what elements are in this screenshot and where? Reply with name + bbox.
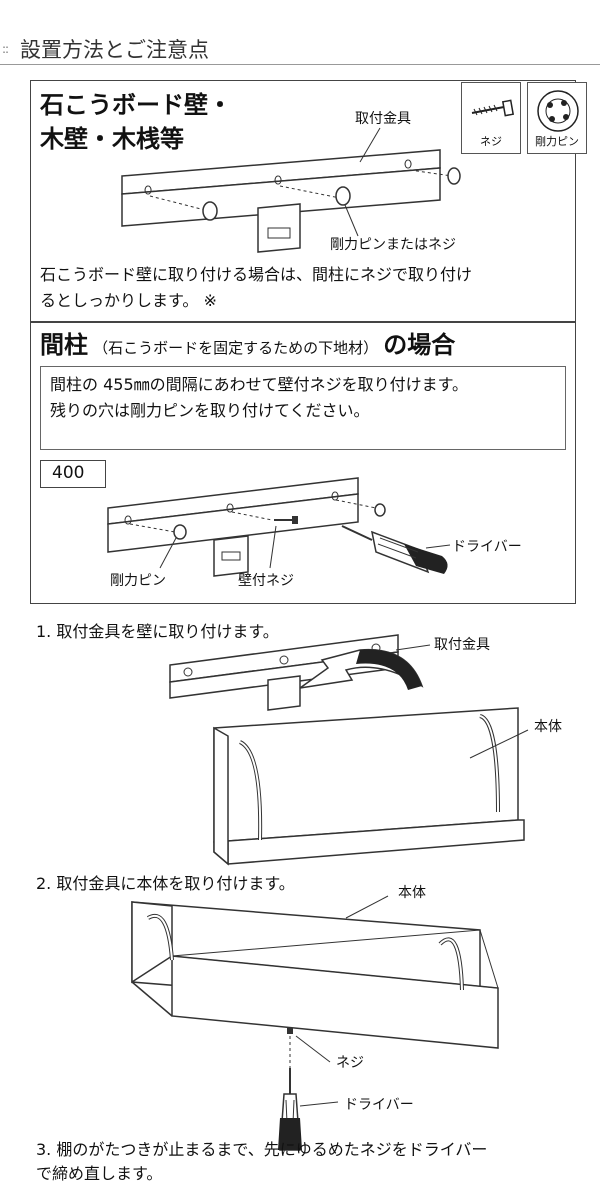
screw-icon-label: ネジ <box>480 135 502 148</box>
callout-driver-stud: ドライバー <box>452 539 522 555</box>
header-divider <box>0 64 600 65</box>
callout-driver-step2: ドライバー <box>344 1097 414 1113</box>
stud-note-box <box>40 366 566 450</box>
step3-text-line1: 3. 棚のがたつきが止まるまで、先にゆるめたネジをドライバー <box>36 1140 488 1159</box>
section-gypsum-body-line2: るとしっかりします。 ※ <box>40 291 217 310</box>
callout-body-step1: 本体 <box>534 719 562 735</box>
callout-bracket-step1: 取付金具 <box>434 637 490 653</box>
pin-icon <box>537 90 579 132</box>
section-gypsum-body-line1: 石こうボード壁に取り付ける場合は、間柱にネジで取り付け <box>40 265 473 284</box>
section-gypsum-title-line2: 木壁・木桟等 <box>40 125 184 153</box>
section-stud-frame <box>30 322 576 604</box>
screwdriver-icon <box>341 525 448 574</box>
callout-screw-stud: 壁付ネジ <box>238 573 294 589</box>
callout-body-step2: 本体 <box>398 885 426 901</box>
header-dots-icon: :: <box>2 42 9 56</box>
callout-pin-stud: 剛力ピン <box>110 573 166 589</box>
callout-screw-step2: ネジ <box>336 1055 364 1071</box>
section-stud-title-tail: の場合 <box>383 331 456 359</box>
screwdriver-vertical-icon <box>278 1068 302 1151</box>
size-label: 400 <box>52 463 85 483</box>
size-label-box <box>40 460 106 488</box>
section-gypsum-title-line1: 石こうボード壁・ <box>40 91 232 119</box>
screw-icon-box: ネジ <box>461 82 521 154</box>
pin-icon-label: 剛力ピン <box>535 135 579 148</box>
pin-icon-box: 剛力ピン <box>527 82 587 154</box>
bracket-illustration-stud <box>107 477 451 577</box>
page-title: 設置方法とご注意点 <box>20 38 209 62</box>
step3-text-line2: で締め直します。 <box>36 1164 163 1183</box>
section-stud-title-main: 間柱 <box>40 331 88 359</box>
section-stud-title: 間柱 （石こうボードを固定するための下地材） の場合 <box>40 328 455 362</box>
callout-pin-or-screw: 剛力ピンまたはネジ <box>330 237 456 253</box>
bracket-illustration-top <box>121 127 461 253</box>
step2-text: 2. 取付金具に本体を取り付けます。 <box>36 874 295 893</box>
screw-icon <box>471 99 515 117</box>
stud-note-line2: 残りの穴は剛力ピンを取り付けてください。 <box>50 401 370 420</box>
callout-bracket-top: 取付金具 <box>355 111 411 127</box>
stud-note-line1: 間柱の 455㎜の間隔にあわせて壁付ネジを取り付けます。 <box>50 375 469 394</box>
step1-text: 1. 取付金具を壁に取り付けます。 <box>36 622 279 641</box>
step1-illustration <box>169 634 529 866</box>
section-gypsum-frame <box>30 80 576 322</box>
section-stud-title-sub: （石こうボードを固定するための下地材） <box>93 339 379 357</box>
